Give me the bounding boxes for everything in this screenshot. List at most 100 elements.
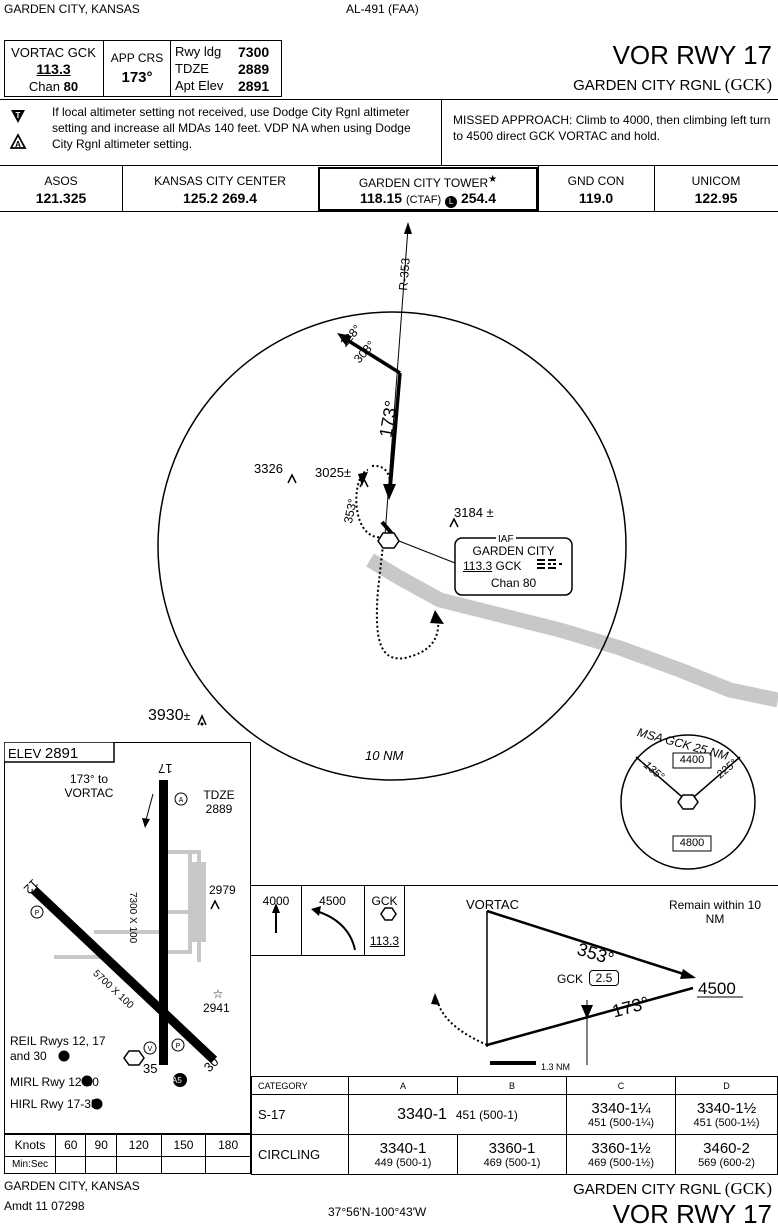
profile-gck: GCK [557,972,584,986]
time-cell [115,1155,162,1175]
ctaf-label: (CTAF) [405,194,442,206]
time-cell [85,1155,117,1175]
field-tdze: TDZE 2889 [203,788,235,817]
obstacle-symbol [287,473,297,484]
airport-name-text: GARDEN CITY RGNL [573,77,721,94]
elev-box [4,742,115,763]
footer-airport-id: (GCK) [724,1179,772,1198]
circ-d-hat: 569 (600-2) [698,1157,755,1169]
rwy-35-label: 35 [143,1061,158,1076]
comm-freq-gnd: 119.0 [578,190,614,206]
ring-label: 10 NM [365,748,404,763]
missed-arc [436,999,488,1046]
s17-d-mda: 3340-1½ [696,1100,757,1117]
reil-note: REIL Rwys 12, 17 and 30 [10,1034,106,1063]
rwy-17-dims: 7300 X 100 [127,892,138,944]
tower-freq: 118.15 [359,190,403,206]
chan-label: Chan [28,79,60,94]
profile-4500: 4500 [698,979,736,998]
fix-id: GCK [495,559,522,573]
svg-text:A: A [15,140,21,149]
course-to-vortac: 173° to VORTAC [64,772,114,801]
aerodrome-box [4,742,251,1134]
footer-airport-name: GARDEN CITY RGNL [573,1181,721,1198]
rwy-17-label: 17 [158,761,173,776]
comm-name-gnd: GND CON [567,174,625,188]
missed-icons-box [251,885,405,956]
climb-arrowhead [272,903,280,913]
lighting-l-icon [91,1098,103,1110]
msa-4400-box [672,752,712,769]
tdze-label: TDZE [175,61,209,76]
runway-17-35 [159,780,168,1065]
s17-ab-cell: 3340-1 451 (500-1) [348,1094,567,1135]
rwy-ldg-label: Rwy ldg [175,44,222,59]
iaf-leader [398,540,456,564]
lighting-l-icon [81,1075,93,1087]
morse-code [537,559,562,569]
col-header: D [675,1076,778,1095]
apron [190,862,206,942]
obst-2941: 2941 [203,1001,230,1015]
msa-sector-line [635,756,689,803]
procedure-title: VOR RWY 17 [612,40,772,70]
obstacle-symbol [359,477,369,488]
apt-elev-value: 2891 [238,78,270,94]
circ-a-hat: 449 (500-1) [374,1157,432,1169]
comm-name-center: KANSAS CITY CENTER [154,174,286,188]
knots-label: Knots [4,1134,56,1157]
circ-c-mda: 3360-1½ [591,1140,651,1157]
table-row: CATEGORY A B C D [251,1076,778,1095]
tower-box [318,167,538,211]
missed-return-arrowhead [430,610,444,624]
divider [122,165,123,211]
footer-title: VOR RWY 17 [612,1199,772,1229]
obstacle-symbol [197,714,207,726]
header-city-state: GARDEN CITY, KANSAS [4,2,140,16]
footer-coords: 37°56'N-100°43'W [328,1205,427,1219]
a-symbol-icon: A [10,133,27,149]
notes-text: If local altimeter setting not received,… [52,105,411,152]
comms-row: ASOS 121.325 KANSAS CITY CENTER 125.2 26… [0,165,778,211]
remain-note: Remain within 10 NM [668,898,762,927]
airport-id: (GCK) [724,75,772,94]
field-elev: ELEV 2891 [8,746,78,761]
chart-id: AL-491 (FAA) [346,2,419,16]
a5-label: A5 [172,1076,182,1085]
tower-star: ★ [488,174,498,185]
divider [103,40,104,97]
alsf-v-icon [143,1041,157,1055]
vortac-symbol [123,1050,145,1066]
table-row: Min:Sec [4,1155,251,1175]
time-cell [160,1155,207,1175]
fix-arrowhead [581,1005,593,1019]
dme-value: 2.5 [589,970,619,986]
comm-name-tower: GARDEN CITY TOWER★ [318,174,538,190]
divider [251,885,778,886]
profile-diagram [272,903,743,1065]
pt-barb [343,336,401,375]
s17-c-mda: 3340-1¼ [591,1100,651,1117]
divider [654,165,655,211]
missed-arrowhead [358,472,368,486]
radial-label: R-353 [396,257,413,292]
svg-text:P: P [35,910,40,917]
obstacle-symbol [449,517,459,528]
divider [538,165,539,211]
alsf-a-icon [174,792,188,806]
timing-table: Knots 60 90 120 150 180 Min:Sec [4,1134,251,1175]
col-header: A [348,1076,458,1095]
divider [0,99,778,100]
speed-cell: 90 [85,1134,117,1157]
table-row: Knots 60 90 120 150 180 [4,1134,251,1157]
elev-3930-pm: ± [183,709,191,723]
col-header: B [457,1076,567,1095]
iaf-label: IAF [496,534,516,545]
circ-b-hat: 469 (500-1) [483,1157,541,1169]
footer-airport: GARDEN CITY RGNL (GCK) [573,1180,772,1197]
fix-freq-id: 113.3 GCK [463,560,522,572]
